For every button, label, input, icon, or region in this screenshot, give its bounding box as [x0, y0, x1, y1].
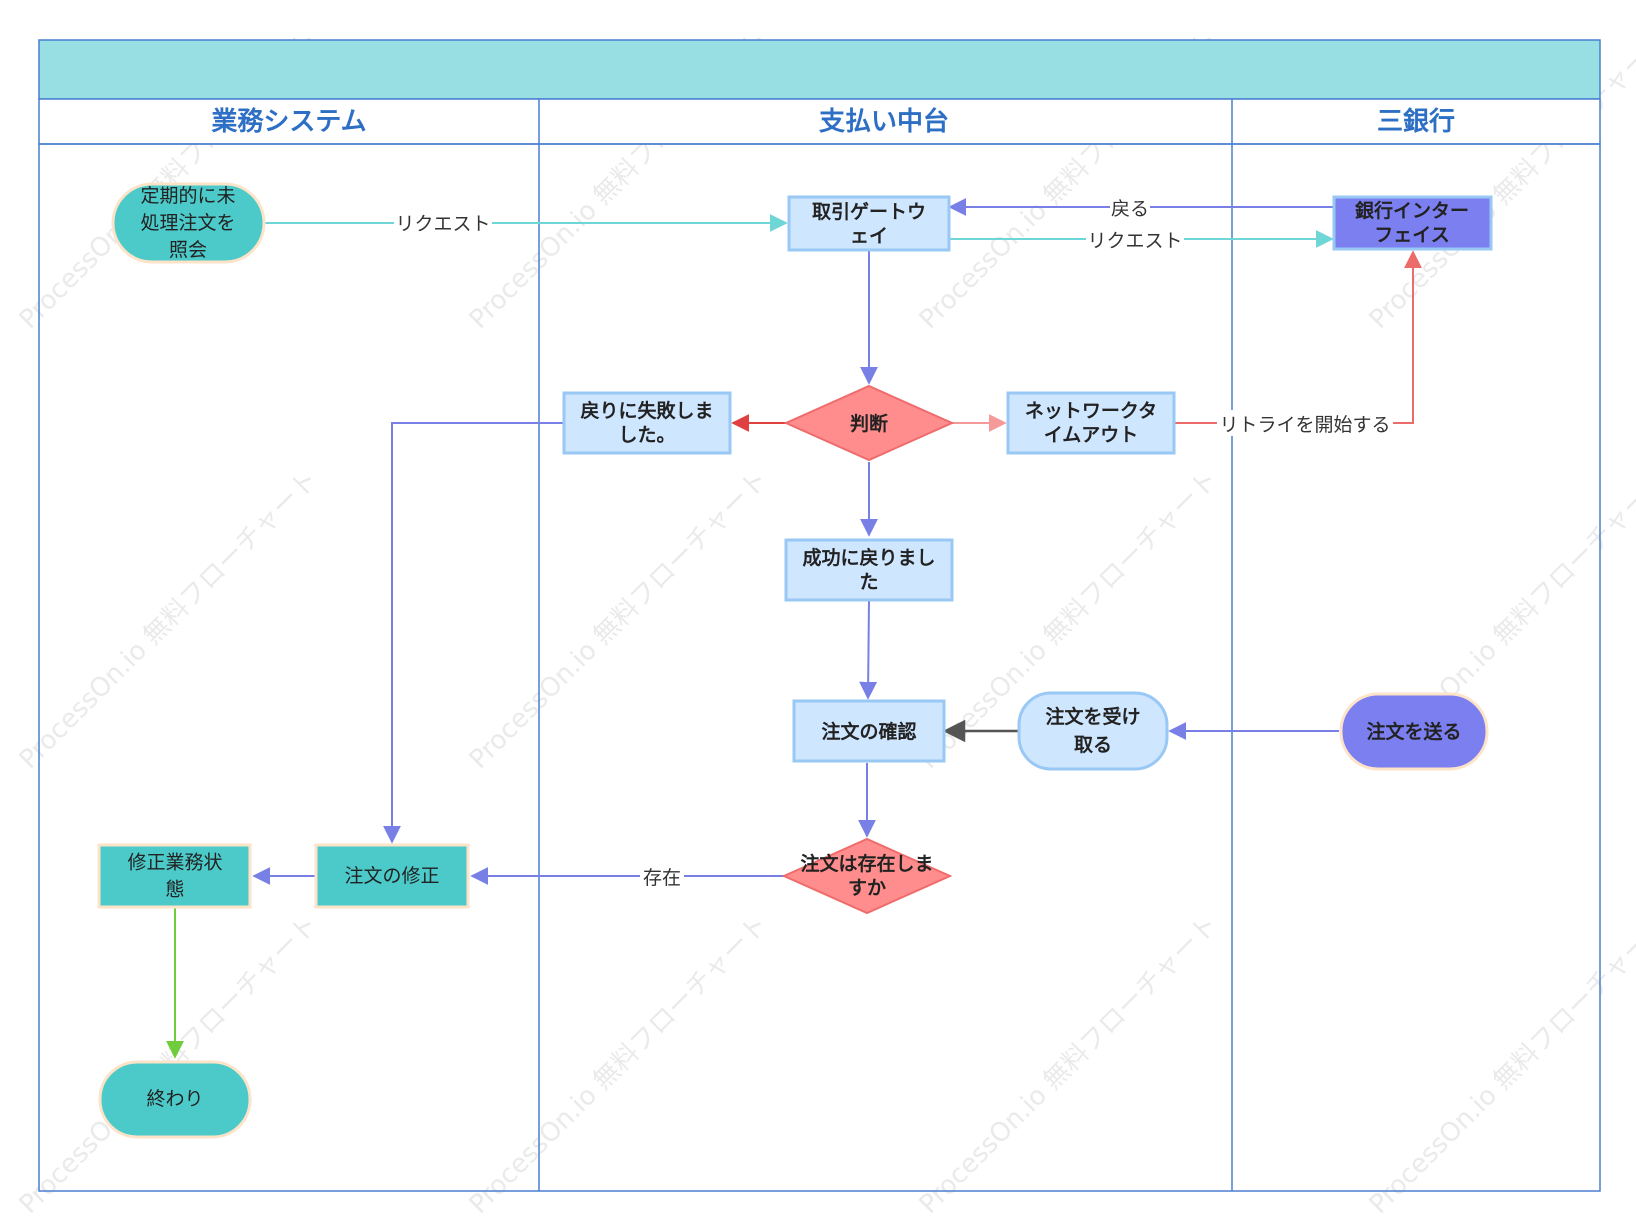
node-label-line: 処理注文を — [140, 212, 235, 234]
node-label-line: フェイス — [1374, 224, 1449, 246]
node-label-receive: 注文を受け取る — [1045, 705, 1140, 756]
watermark-text: ProcessOn.io 無料フローチャート — [14, 465, 324, 775]
lane-title-row — [38, 98, 1601, 145]
node-transaction-gateway[interactable] — [787, 195, 951, 252]
edges — [166, 198, 1422, 1059]
edge-label-retry: リトライを開始する — [1219, 414, 1390, 436]
node-label-end: 終わり — [146, 1088, 203, 1110]
node-judge-diamond[interactable] — [783, 384, 955, 462]
node-label-line: 成功に戻りまし — [802, 546, 935, 569]
node-fix-order[interactable] — [314, 843, 470, 909]
node-confirm-order[interactable] — [792, 699, 946, 763]
node-label-line: 戻りに失敗しま — [580, 399, 713, 422]
node-receive-order[interactable] — [1017, 691, 1169, 771]
node-label-line: イムアウト — [1044, 424, 1139, 446]
lanes-body — [38, 143, 1601, 1192]
node-label-timeout: ネットワークタイムアウト — [1025, 400, 1157, 446]
node-order-exists-diamond[interactable] — [781, 837, 953, 915]
node-label-line: 終わり — [146, 1088, 203, 1110]
node-network-timeout[interactable] — [1006, 391, 1176, 455]
node-query-unprocessed-orders[interactable] — [111, 182, 266, 264]
header-band — [38, 39, 1601, 100]
edge-timeout-retry-to-bank — [1175, 250, 1422, 424]
node-label-line: 定期的に未 — [140, 185, 235, 207]
node-label-fail: 戻りに失敗しました。 — [580, 399, 713, 446]
node-label-fix-order: 注文の修正 — [344, 865, 439, 887]
node-label-line: ネットワークタ — [1025, 400, 1157, 422]
node-label-line: 修正業務状 — [127, 852, 222, 874]
node-label-gateway: 取引ゲートウェイ — [812, 201, 926, 247]
watermark-text: ProcessOn.io 無料フローチャート — [1364, 910, 1636, 1220]
edge-label-request-2: リクエスト — [1087, 230, 1182, 252]
node-label-line: 注文を受け — [1045, 705, 1140, 728]
node-label-line: 照会 — [169, 239, 207, 261]
node-label-line: 取る — [1074, 734, 1112, 756]
lane-title-payment: 支払い中台 — [819, 106, 949, 137]
node-bank-interface[interactable] — [1332, 195, 1493, 251]
node-label-line: すか — [848, 877, 886, 899]
edge-labels: リクエスト 戻る リクエスト リトライを開始する 存在 — [394, 194, 1393, 889]
node-label-fix-status: 修正業務状態 — [127, 852, 222, 901]
edge-fail-to-fix-order — [383, 422, 564, 844]
node-label-line: 銀行インター — [1355, 199, 1469, 222]
node-label-line: 取引ゲートウ — [812, 201, 926, 223]
node-send-order[interactable] — [1339, 692, 1489, 771]
node-fix-business-status[interactable] — [97, 843, 252, 909]
node-label-line: た — [859, 571, 878, 593]
node-label-line: 注文の修正 — [344, 865, 439, 887]
node-label-exists: 注文は存在しますか — [800, 852, 933, 899]
lane-title-bank: 三銀行 — [1377, 106, 1455, 137]
lane-title-business: 業務システム — [211, 107, 366, 137]
node-label-line: ェイ — [850, 225, 888, 247]
watermark-text: ProcessOn.io 無料フローチャート — [464, 465, 774, 775]
node-label-bank-interface: 銀行インターフェイス — [1355, 199, 1469, 246]
watermark-text: ProcessOn.io 無料フローチャート — [914, 910, 1224, 1220]
watermark-text: ProcessOn.io 無料フローチャート — [464, 910, 774, 1220]
node-label-line: 注文の確認 — [821, 720, 916, 743]
swimlane-frame: 業務システム 支払い中台 三銀行 — [38, 39, 1601, 1192]
node-label-query: 定期的に未処理注文を照会 — [140, 185, 235, 261]
edge-success-to-confirm — [859, 600, 878, 700]
edge-label-exists: 存在 — [643, 867, 681, 889]
node-end[interactable] — [98, 1060, 252, 1139]
edge-label-request-1: リクエスト — [395, 213, 490, 235]
node-return-failed[interactable] — [562, 391, 732, 455]
node-label-success: 成功に戻りました — [802, 546, 935, 593]
edge-label-return: 戻る — [1111, 198, 1149, 220]
node-label-send: 注文を送る — [1366, 720, 1461, 743]
node-label-confirm: 注文の確認 — [821, 720, 916, 743]
node-return-success[interactable] — [784, 538, 954, 602]
nodes: 定期的に未処理注文を照会 注文の修正 修正業務状態 終わり 取引ゲートウェイ 判… — [97, 182, 1493, 1139]
node-label-line: 注文を送る — [1366, 720, 1461, 743]
node-label-judge: 判断 — [850, 412, 888, 435]
node-label-line: 注文は存在しま — [800, 852, 933, 875]
node-label-line: した。 — [618, 424, 675, 446]
node-label-line: 態 — [165, 879, 184, 901]
node-label-line: 判断 — [850, 412, 888, 435]
